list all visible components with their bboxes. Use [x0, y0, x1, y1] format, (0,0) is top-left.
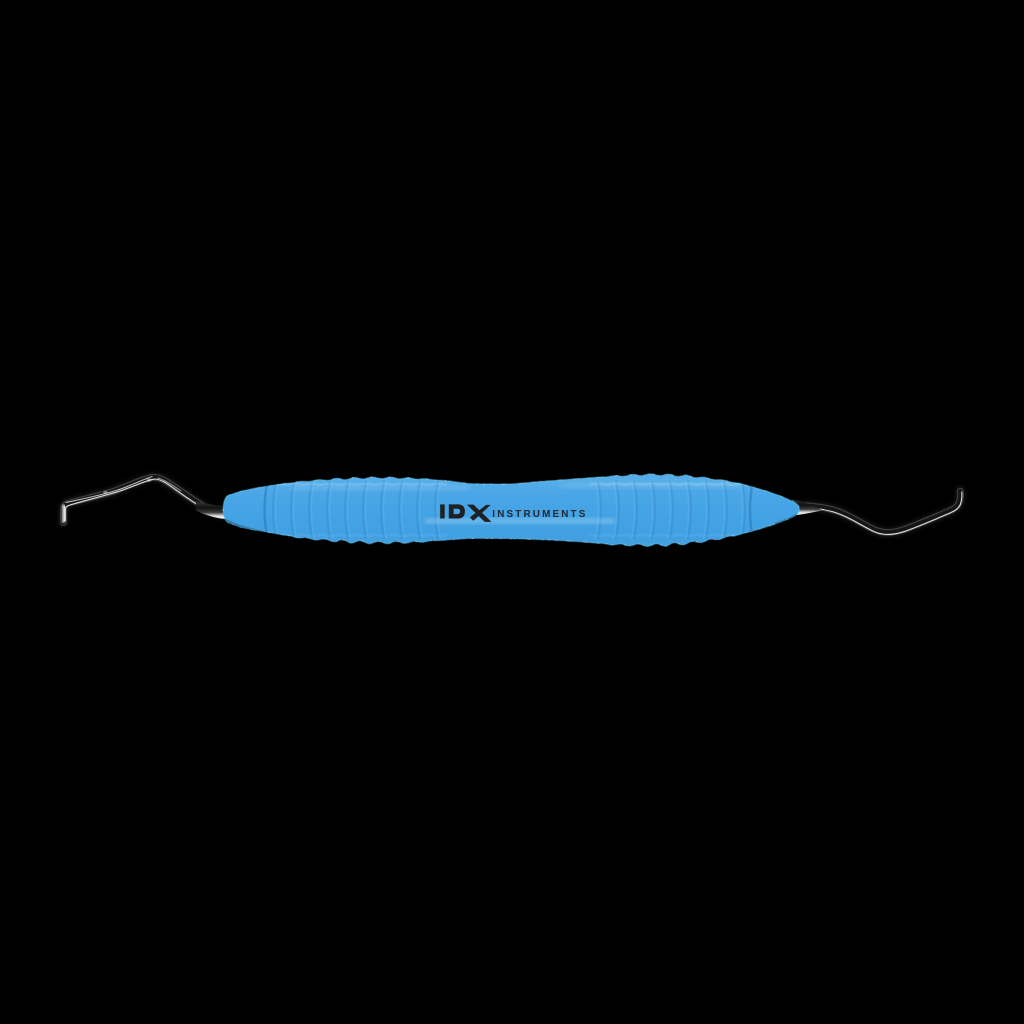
svg-text:INSTRUMENTS: INSTRUMENTS [492, 509, 587, 520]
